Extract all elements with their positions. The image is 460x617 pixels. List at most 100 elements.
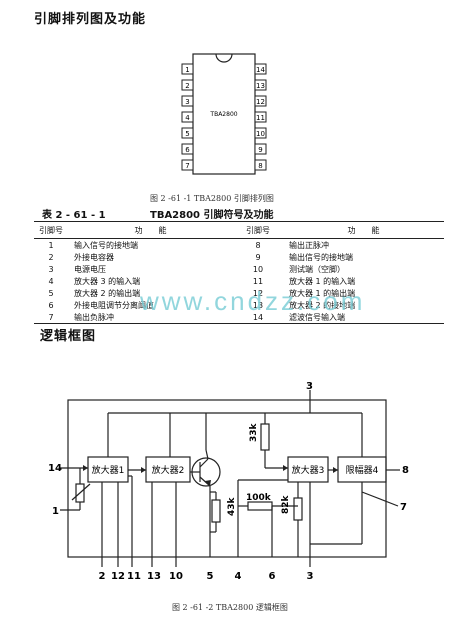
figure-caption-2: 图 2 -61 -2 TBA2800 逻辑框图 xyxy=(172,603,288,612)
ic-pin-number: 5 xyxy=(185,130,189,138)
table-row: 5 放大器 2 的输出端 12 放大器 1 的输出端 xyxy=(34,287,444,299)
ic-pin xyxy=(181,127,194,139)
resistor-82k xyxy=(293,497,303,521)
bottom-pin-labels: 2 12 11 13 10 5 4 6 3 xyxy=(99,571,314,582)
ic-right-pins: 14 13 12 11 10 9 8 xyxy=(254,63,267,171)
table-row: 4 放大器 3 的输入端 11 放大器 1 的输入端 xyxy=(34,275,444,287)
pin-function: 输出负脉冲 xyxy=(68,311,233,324)
table-title: TBA2800 引脚符号及功能 xyxy=(150,210,274,221)
header-function-2: 功 能 xyxy=(283,221,444,239)
pin-label-bottom: 12 xyxy=(111,571,125,582)
ic-pin xyxy=(181,111,194,123)
pin-function: 外接电阻调节分离阈值 xyxy=(74,300,154,310)
pin-number: 3 xyxy=(48,264,54,274)
figure-caption-1: 图 2 -61 -1 TBA2800 引脚排列图 xyxy=(150,194,274,203)
pin-label-bottom: 11 xyxy=(127,571,141,582)
pin-function: 输出信号的接地端 xyxy=(289,252,353,262)
pin-number: 9 xyxy=(255,252,261,262)
ic-pin xyxy=(181,95,194,107)
pin-label-3-top: 3 xyxy=(306,381,313,392)
ic-pin-number: 1 xyxy=(185,66,189,74)
table-row: 2 外接电容器 9 输出信号的接地端 xyxy=(34,251,444,263)
pin-number: 14 xyxy=(233,311,283,324)
label-43k: 43k xyxy=(227,496,237,516)
label-82k: 82k xyxy=(281,494,291,514)
pin-label-bottom: 2 xyxy=(99,571,106,582)
ic-pin-number: 13 xyxy=(256,82,265,90)
ic-pin-number: 14 xyxy=(256,66,265,74)
ic-pin xyxy=(181,63,194,75)
section-title-pinout: 引脚排列图及功能 xyxy=(34,12,147,27)
watermark-text: www.cndzz.com xyxy=(140,286,366,316)
label-100k: 100k xyxy=(246,493,272,503)
table-header-row: 引脚号 功 能 引脚号 功 能 xyxy=(34,221,444,239)
pin-label-bottom: 3 xyxy=(307,571,314,582)
pin-number: 2 xyxy=(48,252,54,262)
pin-number: 12 xyxy=(252,288,264,298)
ic-pin xyxy=(254,111,267,123)
pin-function: 外接电容器 xyxy=(74,252,114,262)
label-amp1: 放大器1 xyxy=(92,464,125,476)
pin-label-bottom: 5 xyxy=(207,571,214,582)
resistor-33k xyxy=(260,423,270,451)
ic-pin-number: 3 xyxy=(185,98,189,106)
pin-label-1: 1 xyxy=(52,506,59,517)
pin-number: 4 xyxy=(48,276,54,286)
ic-pin xyxy=(181,159,194,171)
pin-number: 1 xyxy=(48,240,54,250)
pin-function: 滤波信号输入端 xyxy=(283,311,444,324)
ic-pin-number: 6 xyxy=(185,146,190,154)
header-pin-no-2: 引脚号 xyxy=(233,221,283,239)
ic-pin-number: 10 xyxy=(256,130,265,138)
pin-function: 输入信号的接地端 xyxy=(74,240,138,250)
label-33k: 33k xyxy=(249,422,259,442)
pin-label-8: 8 xyxy=(402,465,409,476)
pin-label-bottom: 4 xyxy=(235,571,242,582)
label-limiter4: 限幅器4 xyxy=(346,464,379,476)
ic-pin xyxy=(254,127,267,139)
label-amp2: 放大器2 xyxy=(152,464,185,476)
logic-block-diagram: 放大器1 放大器2 放大器3 限幅器4 33k 100k 43k 82k 3 1… xyxy=(48,381,409,582)
ic-pin xyxy=(254,159,267,171)
ic-pin-number: 2 xyxy=(185,82,189,90)
pin-number: 11 xyxy=(252,276,264,286)
pin-function: 输出正脉冲 xyxy=(289,240,329,250)
ic-pin xyxy=(254,143,267,155)
section-title-logic: 逻辑框图 xyxy=(40,329,97,344)
ic-pin xyxy=(181,79,194,91)
ic-pin-number: 4 xyxy=(185,114,190,122)
pin-label-bottom: 6 xyxy=(269,571,276,582)
pin-function: 放大器 1 的输出端 xyxy=(289,288,356,298)
table-row: 1 输入信号的接地端 8 输出正脉冲 xyxy=(34,239,444,252)
pin-function: 放大器 3 的输入端 xyxy=(74,276,141,286)
ic-pin xyxy=(254,79,267,91)
ic-pin-number: 11 xyxy=(256,114,265,122)
pin-label-14: 14 xyxy=(48,463,62,474)
table-row: 6 外接电阻调节分离阈值 13 放大器 2 的接地端 xyxy=(34,299,444,311)
pin-number: 10 xyxy=(252,264,264,274)
ic-notch xyxy=(215,53,233,63)
pin-function: 放大器 1 的输入端 xyxy=(289,276,356,286)
pin-function-table: 引脚号 功 能 引脚号 功 能 1 输入信号的接地端 8 输出正脉冲 2 外接电… xyxy=(34,221,444,324)
ic-pin-number: 8 xyxy=(258,162,262,170)
wire-pin7 xyxy=(361,491,399,507)
table-number: 表 2 - 61 - 1 xyxy=(42,210,106,221)
ic-pin-number: 12 xyxy=(256,98,265,106)
pin-function: 电源电压 xyxy=(74,264,106,274)
resistor-100k xyxy=(247,501,273,511)
pin-label-bottom: 13 xyxy=(147,571,161,582)
pin-number: 7 xyxy=(34,311,68,324)
pin-label-7: 7 xyxy=(400,502,407,513)
label-amp3: 放大器3 xyxy=(292,464,325,476)
ic-pin-number: 9 xyxy=(258,146,262,154)
pin-number: 5 xyxy=(48,288,54,298)
pin-label-bottom: 10 xyxy=(169,571,183,582)
ic-pin xyxy=(254,63,267,75)
ic-label: TBA2800 xyxy=(209,111,237,118)
table-row: 3 电源电压 10 测试端（空脚） xyxy=(34,263,444,275)
table-row: 7 输出负脉冲 14 滤波信号输入端 xyxy=(34,311,444,324)
resistor-43k xyxy=(211,499,221,523)
ic-pin xyxy=(254,95,267,107)
